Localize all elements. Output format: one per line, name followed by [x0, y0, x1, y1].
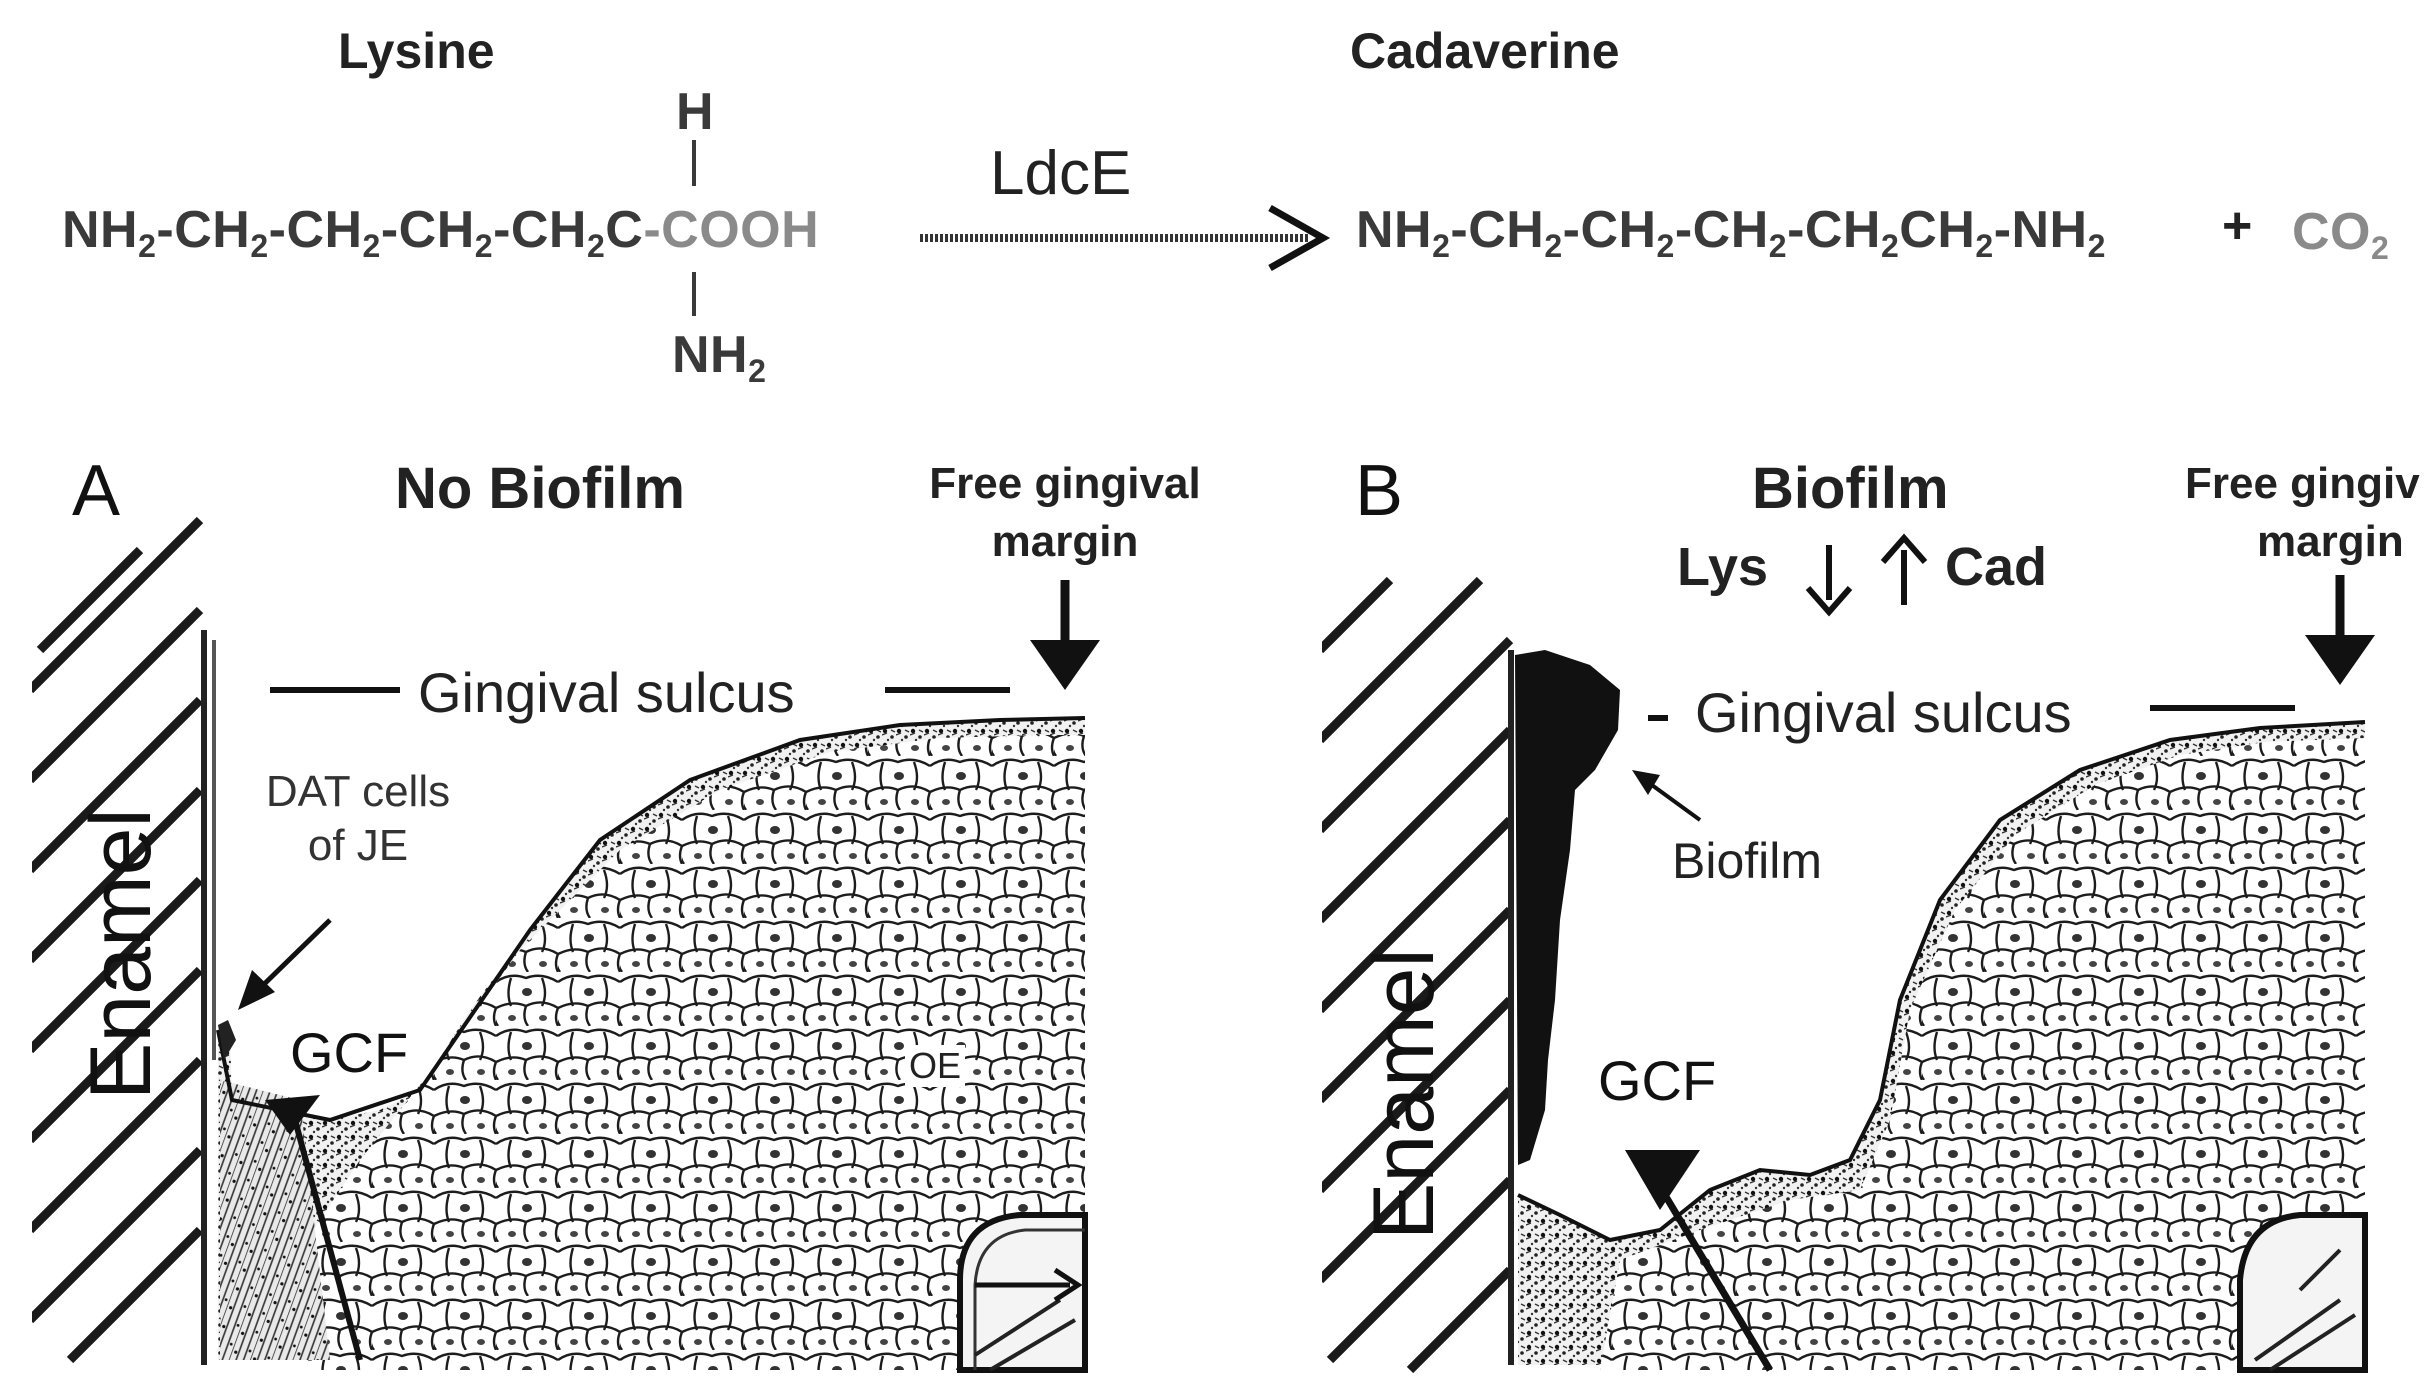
- panel-b-letter: B: [1355, 451, 1404, 531]
- panel-b-sulcus-label: Gingival sulcus: [1695, 681, 2072, 744]
- plus-sign: +: [2222, 197, 2253, 255]
- panel-b-cad-label: Cad: [1945, 537, 2048, 597]
- panel-b-lys-label: Lys: [1677, 537, 1769, 597]
- panel-b-title: Biofilm: [1752, 456, 1949, 521]
- bond-vertical-top: [692, 140, 696, 186]
- bond-vertical-bottom: [692, 272, 696, 316]
- panel-b-arrows: [1625, 533, 2375, 1372]
- panel-b-enamel-label: Enamel: [1356, 948, 1452, 1240]
- panel-a-title: No Biofilm: [395, 456, 685, 521]
- panel-a-sulcus-label: Gingival sulcus: [418, 661, 795, 724]
- panel-b-biofilm-label: Biofilm: [1672, 833, 1823, 889]
- lysine-formula: NH2-CH2-CH2-CH2-CH2C-COOH: [62, 201, 820, 264]
- panel-a-gcf-label: GCF: [290, 1021, 409, 1084]
- lysine-label: Lysine: [338, 23, 495, 79]
- reaction-arrow: [920, 204, 1331, 272]
- panel-b-free-margin: Free gingiv margin: [2185, 459, 2420, 566]
- panel-a-dat-label: DAT cells of JE: [265, 767, 451, 870]
- cadaverine-label: Cadaverine: [1350, 23, 1620, 79]
- panel-a-letter: A: [72, 451, 121, 531]
- cadaverine-formula: NH2-CH2-CH2-CH2-CH2CH2-NH2: [1356, 201, 2106, 264]
- lysine-alpha-h: H: [676, 83, 715, 141]
- enzyme-label: LdcE: [990, 139, 1132, 208]
- panel-b-gcf-label: GCF: [1598, 1049, 1717, 1112]
- co2-product: CO2: [2292, 203, 2390, 266]
- panel-a-enamel-label: Enamel: [73, 808, 169, 1100]
- panel-a-free-margin: Free gingival margin: [929, 459, 1201, 566]
- panel-a-oe-label: OE: [905, 1045, 966, 1087]
- lysine-alpha-nh2: NH2: [672, 326, 767, 389]
